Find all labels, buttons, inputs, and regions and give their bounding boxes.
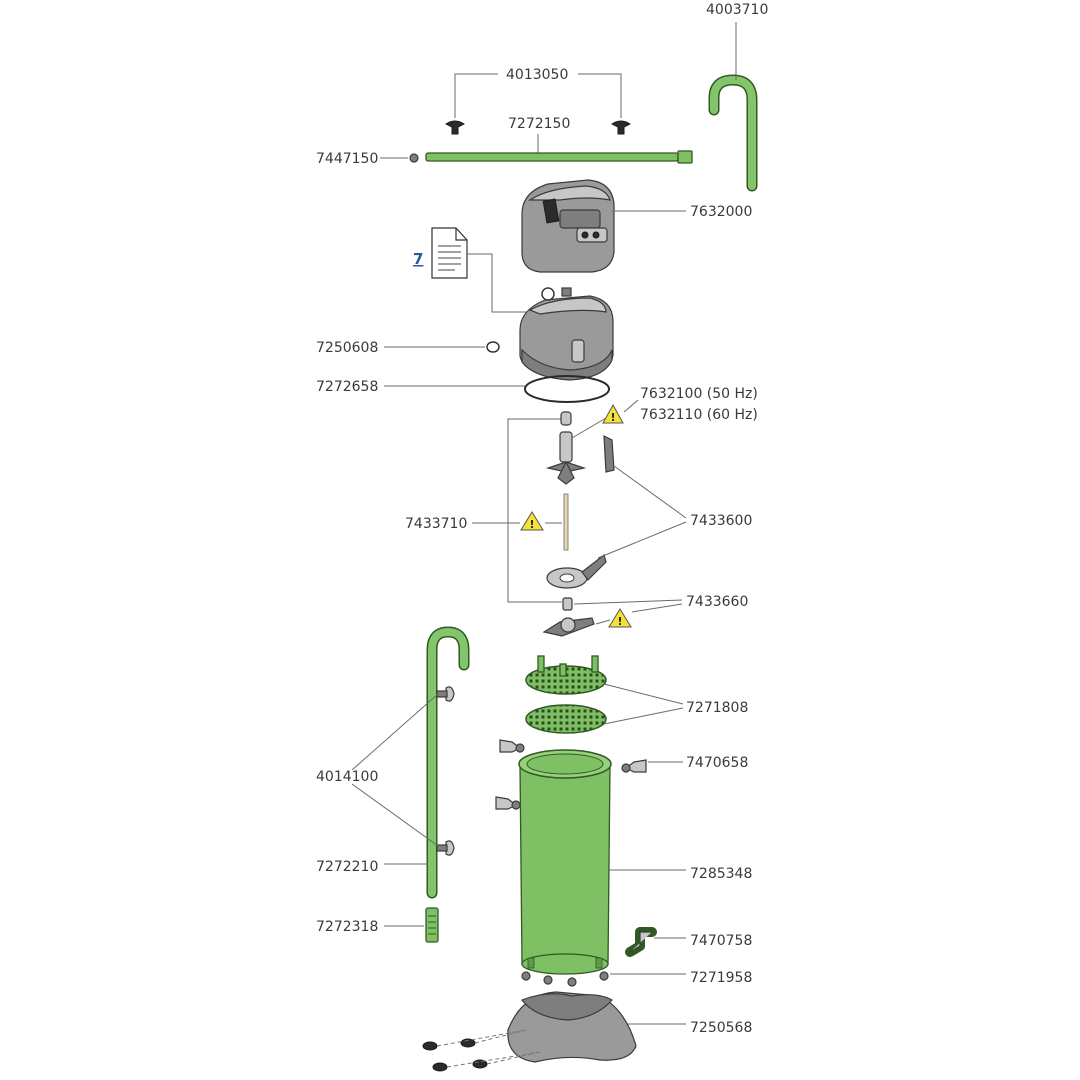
rotor-blade[interactable] xyxy=(603,435,615,473)
label-7285348: 7285348 xyxy=(690,866,752,882)
manual-document-icon[interactable] xyxy=(431,227,468,279)
valve-seat[interactable] xyxy=(562,597,573,611)
label-4013050: 4013050 xyxy=(506,67,568,83)
suction-cup-right-icon[interactable] xyxy=(611,120,631,135)
label-7470758: 7470758 xyxy=(690,933,752,949)
motor-housing[interactable] xyxy=(519,287,614,381)
svg-text:!: ! xyxy=(529,518,534,531)
outlet-j-tube[interactable] xyxy=(708,74,758,192)
svg-text:!: ! xyxy=(610,411,615,424)
ceramic-axle[interactable] xyxy=(563,493,569,551)
intake-suction-cup-lower-icon[interactable] xyxy=(436,840,455,856)
svg-text:!: ! xyxy=(617,615,622,628)
outlet-elbow[interactable] xyxy=(625,927,657,957)
label-7272318: 7272318 xyxy=(316,919,378,935)
impeller-cover[interactable] xyxy=(546,553,607,589)
label-7250568: 7250568 xyxy=(690,1020,752,1036)
label-7433660: 7433660 xyxy=(686,594,748,610)
label-7271808: 7271808 xyxy=(686,700,748,716)
label-7470658: 7470658 xyxy=(686,755,748,771)
intake-suction-cup-upper-icon[interactable] xyxy=(436,686,455,702)
intake-strainer[interactable] xyxy=(425,907,439,943)
label-7250608: 7250608 xyxy=(316,340,378,356)
warning-icon-valve: ! xyxy=(608,608,632,628)
label-4003710: 4003710 xyxy=(706,2,768,18)
spray-bar[interactable] xyxy=(425,150,693,164)
canister-feet[interactable] xyxy=(521,971,609,987)
pump-head-cover[interactable] xyxy=(521,179,615,273)
intake-tube[interactable] xyxy=(426,626,470,899)
warning-icon-impeller: ! xyxy=(602,403,624,424)
label-7632110: 7632110 (60 Hz) xyxy=(640,407,758,423)
filter-grid-lower[interactable] xyxy=(525,704,607,734)
label-7632100: 7632100 (50 Hz) xyxy=(640,386,758,402)
label-4014100: 4014100 xyxy=(316,769,378,785)
sealing-ring[interactable] xyxy=(524,375,610,403)
canister-base[interactable] xyxy=(507,991,637,1063)
label-7433710: 7433710 xyxy=(405,516,467,532)
suction-cup-left-icon[interactable] xyxy=(445,120,465,135)
warning-icon-axle: ! xyxy=(520,511,544,531)
impeller[interactable] xyxy=(545,431,587,485)
label-7272658: 7272658 xyxy=(316,379,378,395)
label-7272150: 7272150 xyxy=(508,116,570,132)
clamp-left-lower[interactable] xyxy=(495,796,521,810)
clamp-right[interactable] xyxy=(621,759,647,773)
valve-flap[interactable] xyxy=(542,617,595,637)
filter-grid-upper[interactable] xyxy=(525,655,607,695)
filter-canister[interactable] xyxy=(518,749,612,975)
label-7272210: 7272210 xyxy=(316,859,378,875)
impeller-bearing-top[interactable] xyxy=(560,411,572,426)
label-7271958: 7271958 xyxy=(690,970,752,986)
spray-bar-end-cap-icon[interactable] xyxy=(409,153,419,163)
label-7632000: 7632000 xyxy=(690,204,752,220)
manual-link[interactable]: 7 xyxy=(413,250,423,268)
label-7447150: 7447150 xyxy=(316,151,378,167)
o-ring-small[interactable] xyxy=(486,341,500,353)
base-rubber-feet[interactable] xyxy=(422,1038,488,1072)
label-7433600: 7433600 xyxy=(690,513,752,529)
clamp-left-upper[interactable] xyxy=(499,739,525,753)
